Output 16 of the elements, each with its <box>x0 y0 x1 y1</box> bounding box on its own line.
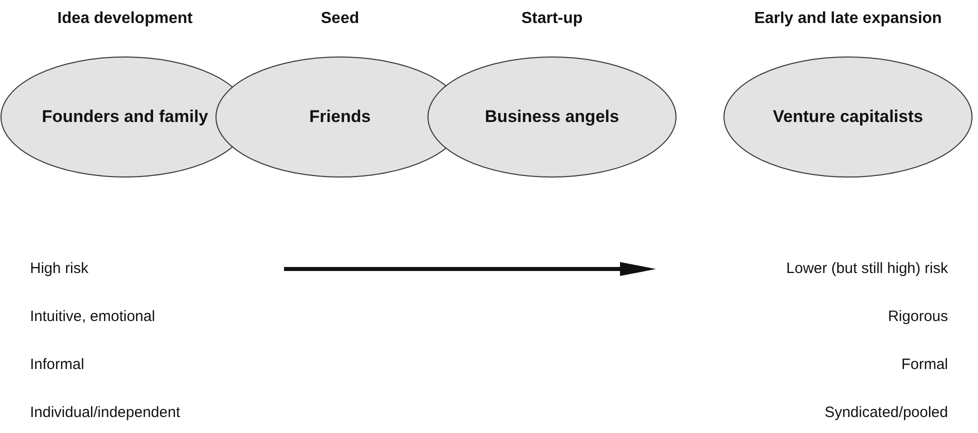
investor-label: Venture capitalists <box>772 106 924 128</box>
investor-label: Business angels <box>484 106 620 128</box>
attribute-label: Lower (but still high) risk <box>786 260 948 277</box>
attribute-label: Informal <box>30 356 84 373</box>
stage-heading: Idea development <box>57 10 193 28</box>
attribute-label: High risk <box>30 260 88 277</box>
stage-heading: Early and late expansion <box>754 10 942 28</box>
attribute-label: Individual/independent <box>30 404 180 421</box>
investor-label: Friends <box>308 106 372 128</box>
investor-label: Founders and family <box>40 106 210 128</box>
attribute-label: Formal <box>901 356 948 373</box>
stage-heading: Seed <box>320 10 360 28</box>
attribute-label: Intuitive, emotional <box>30 308 156 325</box>
attribute-label: Syndicated/pooled <box>824 404 948 421</box>
attribute-label: Rigorous <box>888 308 948 325</box>
stage-heading: Start-up <box>521 10 583 28</box>
